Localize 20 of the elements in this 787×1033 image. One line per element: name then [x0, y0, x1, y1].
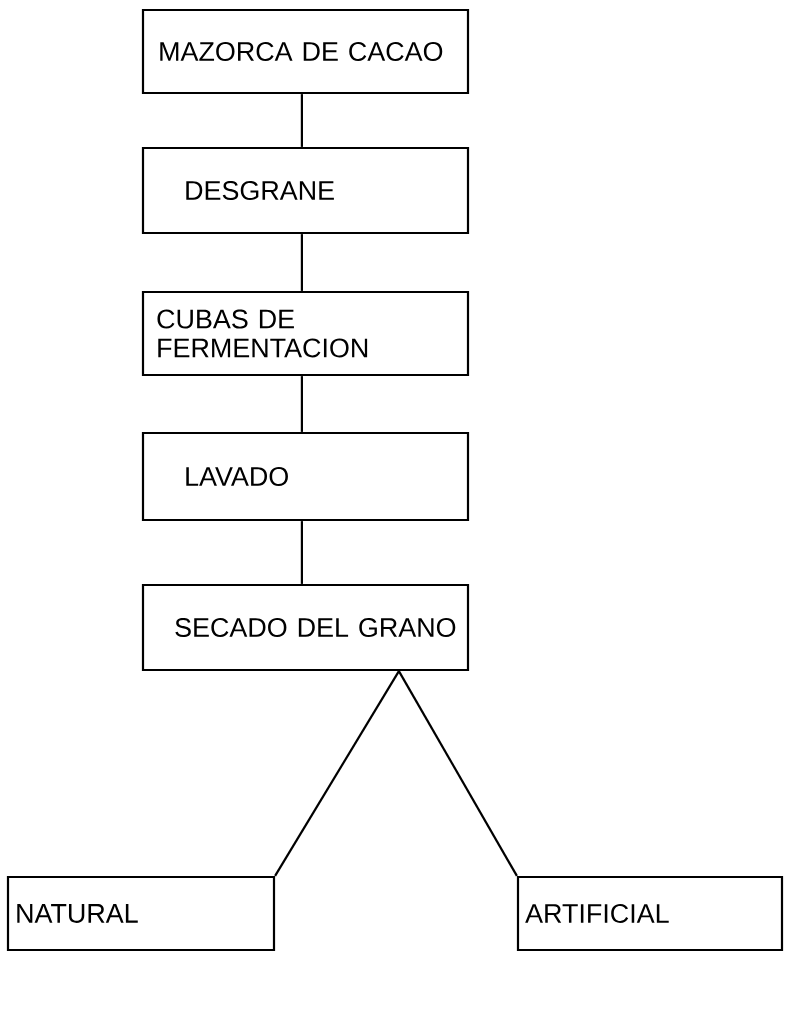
process-box [141, 290, 470, 377]
node-label: CUBAS DE FERMENTACION [157, 309, 368, 358]
connector-line [397, 670, 518, 877]
node-label: MAZORCA DE CACAO [160, 41, 443, 62]
process-box [141, 146, 470, 235]
process-box [141, 583, 470, 672]
connector-line [300, 234, 303, 291]
node-label: LAVADO [186, 466, 288, 487]
process-box [141, 431, 470, 522]
process-box [141, 8, 470, 95]
connector-line [300, 94, 303, 147]
node-label: DESGRANE [186, 180, 334, 201]
node-label: NATURAL [17, 904, 138, 923]
node-label: ARTIFICIAL [525, 903, 669, 924]
process-box [516, 875, 784, 952]
node-label: SECADO DEL GRANO [175, 617, 456, 638]
connector-line [300, 521, 303, 584]
connector-line [300, 376, 303, 432]
connector-line [274, 670, 400, 877]
process-box [6, 875, 276, 952]
